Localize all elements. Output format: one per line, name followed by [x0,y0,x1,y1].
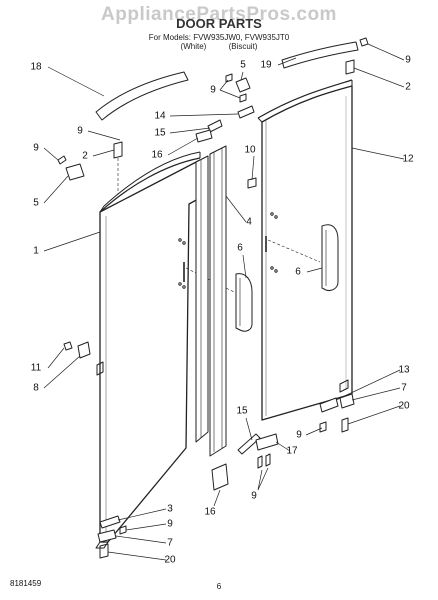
callout-4: 4 [246,217,252,228]
callout-13: 13 [398,365,410,376]
callout-16: 16 [204,507,216,518]
callout-5: 5 [33,198,39,209]
top-trim-cap-part-19 [281,41,359,69]
callout-9: 9 [167,519,173,530]
callout-6: 6 [295,267,301,278]
page-number: 6 [216,582,222,591]
hinge-hardware [57,37,369,559]
right-door-handle-part-6 [265,212,339,291]
variant-white: (White) [180,42,207,51]
watermark-text: AppliancePartsPros.com [101,4,337,25]
models-line: For Models: FVW935JW0, FVW935JT0 [148,33,290,42]
callout-17: 17 [286,446,298,457]
callout-5: 5 [240,60,246,71]
callout-1: 1 [33,246,39,257]
left-door-handle-part-6 [178,238,253,332]
callout-20: 20 [398,401,410,412]
callout-16: 16 [151,150,163,161]
callout-9: 9 [296,430,302,441]
variant-biscuit: (Biscuit) [228,42,258,51]
callout-19: 19 [260,60,272,71]
callout-3: 3 [167,504,173,515]
callout-9: 9 [77,126,83,137]
door-seal-strips-part-4 [195,145,227,457]
model-numbers: For Models: FVW935JW0, FVW935JT0 (White)… [0,33,438,51]
callout-20: 20 [164,555,176,566]
top-trim-cap-part-18 [95,71,189,121]
callout-11: 11 [31,363,42,374]
callout-9: 9 [210,85,216,96]
callout-9: 9 [251,491,257,502]
callout-12: 12 [402,154,414,165]
callout-7: 7 [167,538,173,549]
callout-8: 8 [33,383,39,394]
diagram-title: DOOR PARTS [176,16,262,31]
callout-14: 14 [154,111,166,122]
callout-7: 7 [401,383,407,394]
callout-2: 2 [82,151,88,162]
model-variants: (White) (Biscuit) [0,42,438,51]
callout-10: 10 [244,145,256,156]
callout-2: 2 [405,82,411,93]
left-door-part-1 [95,151,201,549]
callout-9: 9 [405,55,411,66]
callout-15: 15 [154,128,166,139]
callout-15: 15 [236,406,248,417]
leader-lines [43,43,405,561]
callout-9: 9 [33,143,39,154]
document-number: 8181459 [10,579,42,588]
right-door-part-12 [257,79,353,421]
callout-6: 6 [237,243,243,254]
callout-18: 18 [30,62,42,73]
